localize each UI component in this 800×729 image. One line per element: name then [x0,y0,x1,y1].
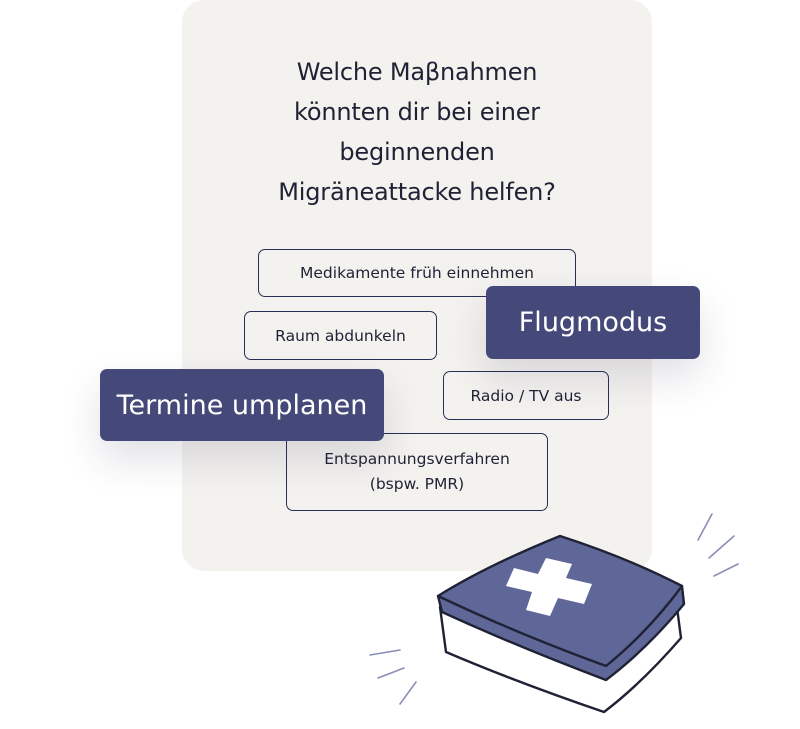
spark-line [697,513,713,541]
spark-line [377,667,405,679]
chip-radio-tv-aus[interactable]: Radio / TV aus [443,371,609,420]
spark-line [369,649,401,656]
chip-label: Raum abdunkeln [275,326,406,345]
chip-label: Medikamente früh einnehmen [300,264,534,282]
question-line: könnten dir bei einer [294,98,540,126]
tag-flugmodus[interactable]: Flugmodus [486,286,700,359]
tag-label: Termine umplanen [116,389,368,421]
spark-line [713,563,739,577]
first-aid-kit-icon [369,513,739,714]
spark-line [708,535,735,559]
chip-label: Radio / TV aus [470,386,582,405]
kit-lid-top [436,534,684,668]
question-card [182,0,652,571]
chip-raum-abdunkeln[interactable]: Raum abdunkeln [244,311,437,360]
kit-cross [506,558,592,616]
question-line: beginnenden [339,138,495,166]
chip-label: (bspw. PMR) [369,475,465,493]
spark-line [399,681,417,705]
question-text: Welche Maβnahmen könnten dir bei einer b… [182,52,652,212]
chip-entspannungsverfahren[interactable]: Entspannungsverfahren (bspw. PMR) [286,433,548,511]
chip-medikamente[interactable]: Medikamente früh einnehmen [258,249,576,297]
question-line: Welche Maβnahmen [296,58,538,86]
chip-label: Entspannungsverfahren [324,450,510,468]
tag-label: Flugmodus [518,307,668,338]
tag-termine-umplanen[interactable]: Termine umplanen [100,369,384,441]
question-line: Migräneattacke helfen? [278,178,556,206]
